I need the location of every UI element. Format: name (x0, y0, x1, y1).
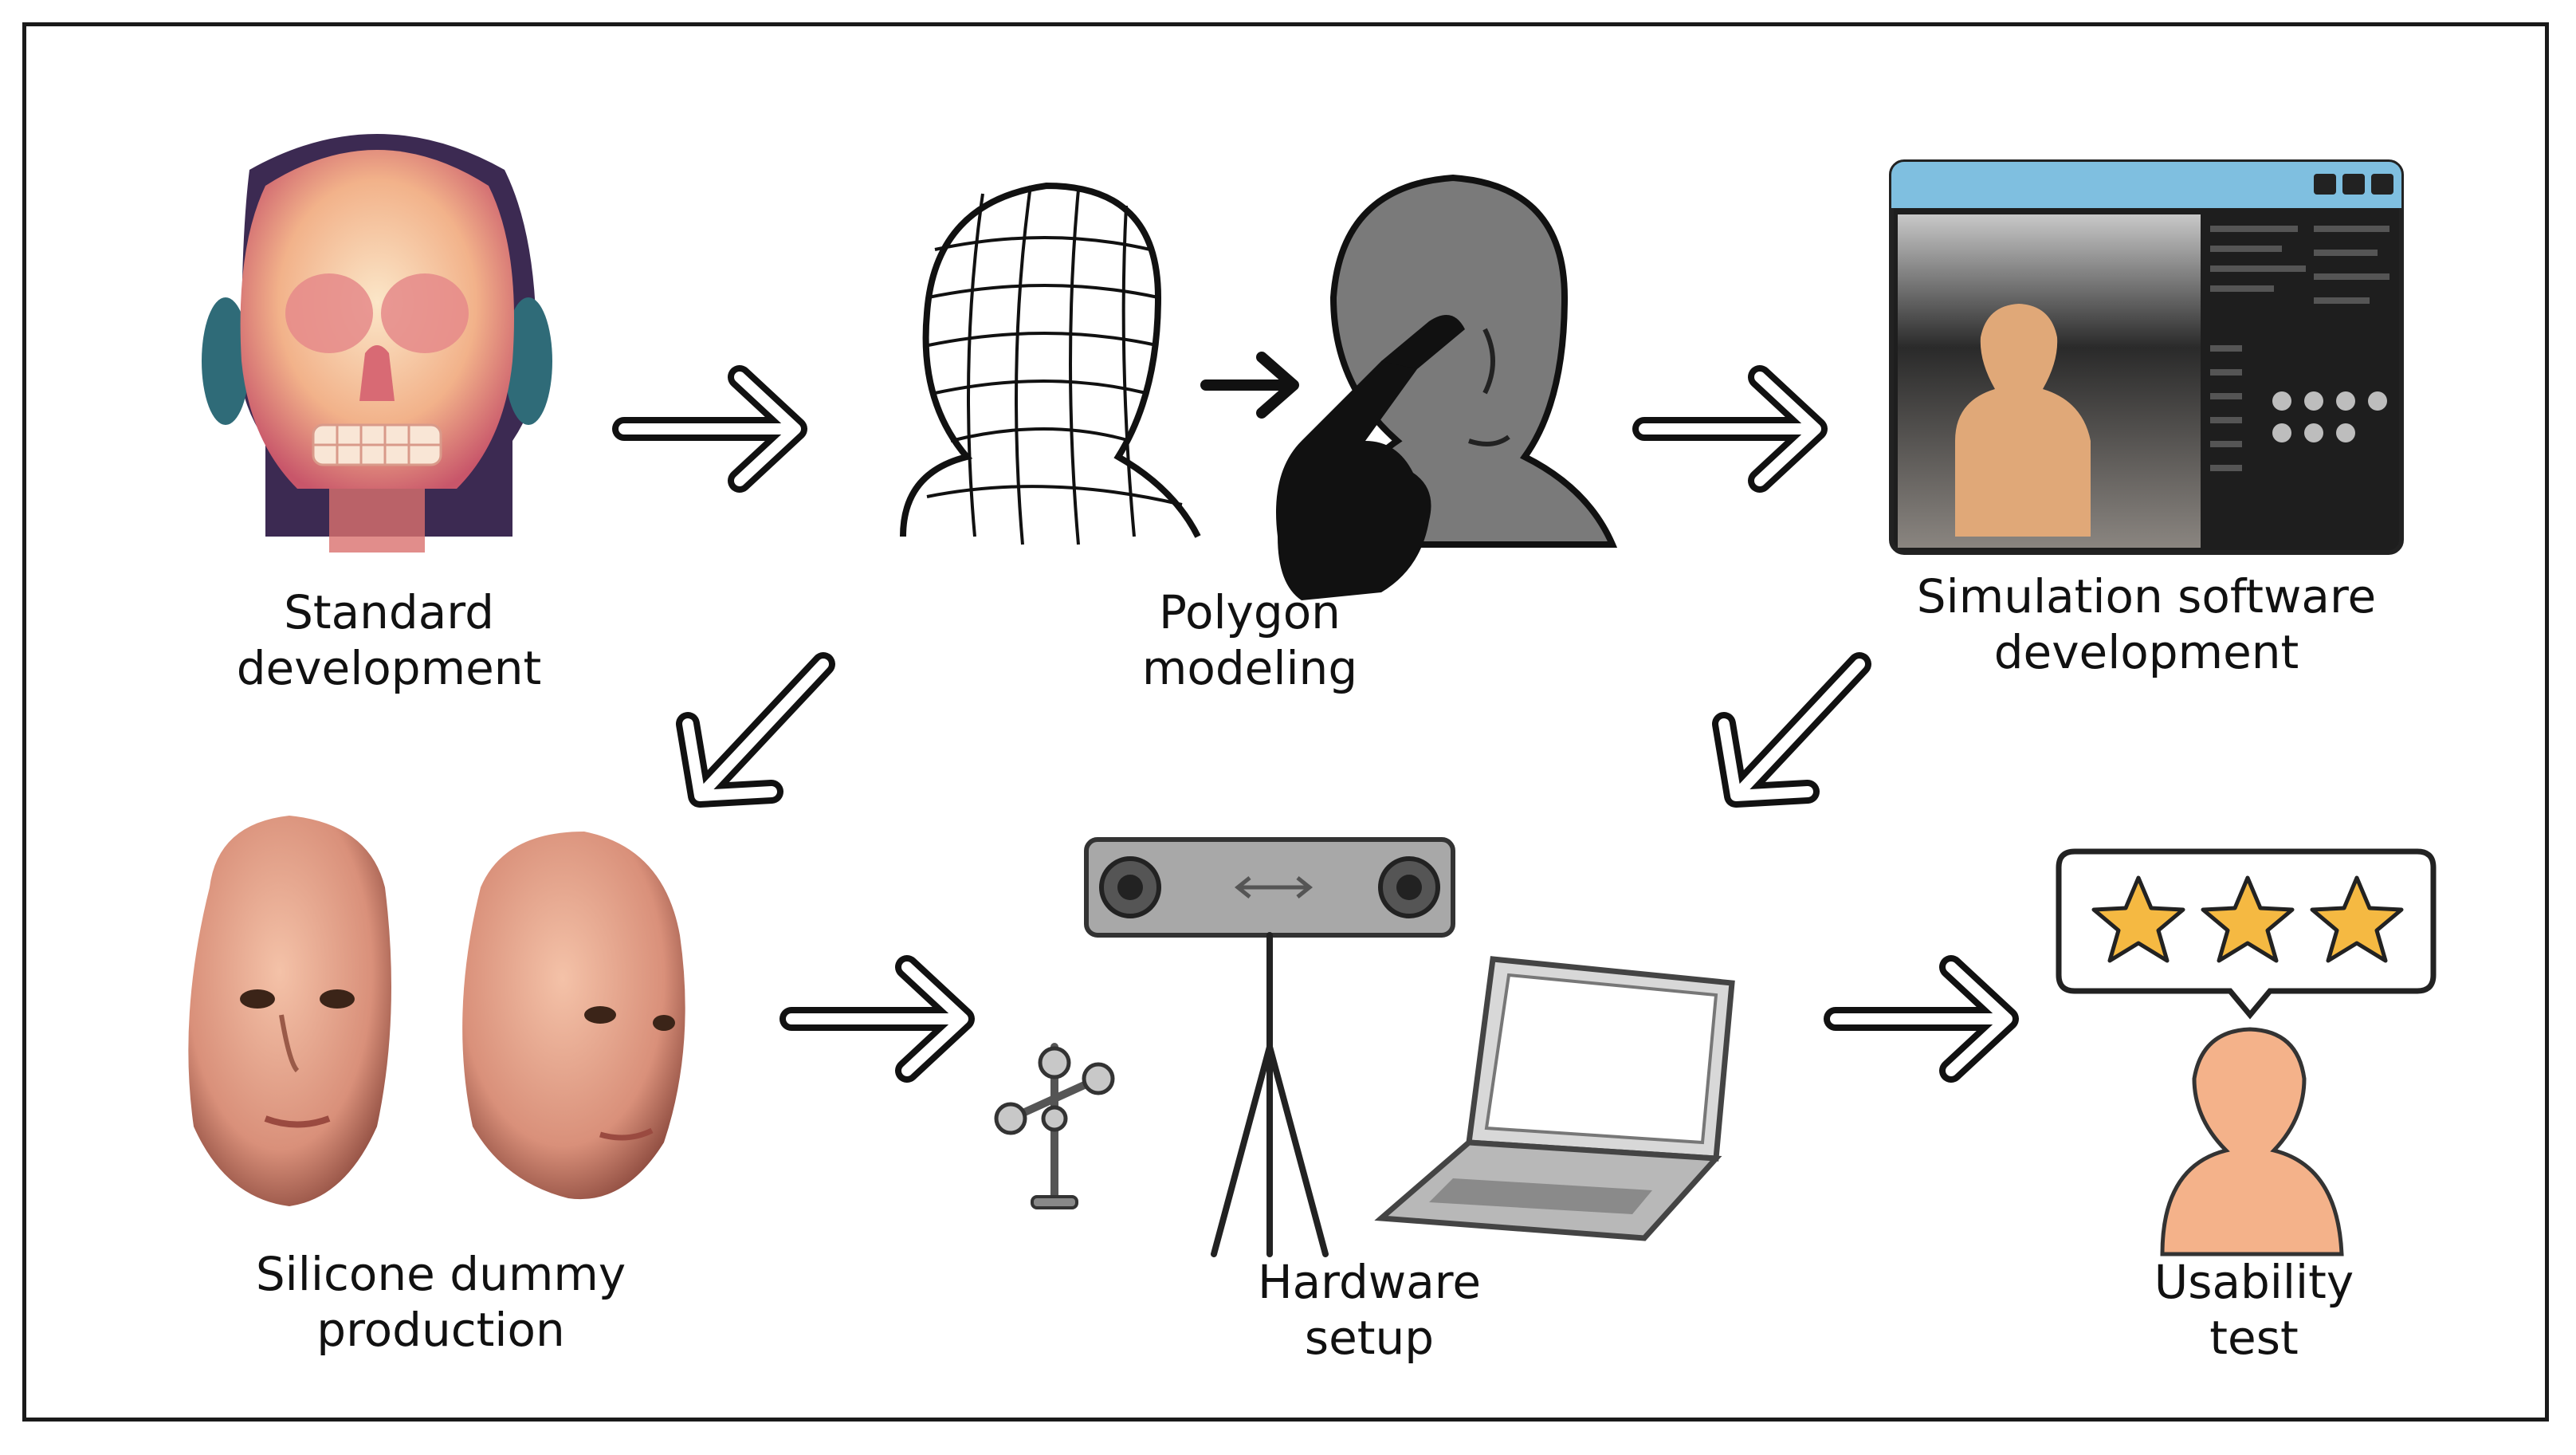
label-simulation-software: Simulation software development (1867, 568, 2425, 680)
arrow-right-icon (612, 365, 807, 493)
label-line: Usability (2154, 1255, 2354, 1309)
arrow-right-small-icon (1200, 352, 1299, 419)
software-window-icon (1889, 159, 2404, 555)
label-line: Silicone dummy (255, 1247, 626, 1301)
label-polygon-modeling: Polygon modeling (1070, 584, 1429, 696)
label-line: Polygon (1159, 585, 1341, 639)
label-line: setup (1304, 1311, 1435, 1365)
label-hardware-setup: Hardware setup (1170, 1254, 1569, 1366)
label-line: Standard (284, 585, 494, 639)
arrow-down-left-icon (676, 652, 835, 808)
workflow-diagram: Standard development Polygon modeling Si… (22, 22, 2549, 1422)
label-line: development (236, 641, 542, 695)
label-line: production (316, 1303, 565, 1357)
arrow-right-icon (1824, 955, 2019, 1083)
label-line: Hardware (1257, 1255, 1482, 1309)
label-line: test (2209, 1311, 2299, 1365)
tracking-camera-icon (1084, 837, 1455, 1257)
rating-star-icon (2091, 875, 2185, 963)
arrow-right-icon (779, 955, 975, 1083)
laptop-icon (1374, 956, 1735, 1241)
skull-xray-icon (202, 134, 552, 553)
rating-star-icon (2201, 875, 2295, 963)
user-avatar-icon (2160, 1027, 2344, 1256)
sculpt-head-icon (1329, 174, 1618, 548)
marker-tool-icon (994, 1043, 1115, 1209)
label-line: modeling (1141, 641, 1358, 695)
label-line: Simulation software (1916, 569, 2377, 623)
label-silicone-dummy: Silicone dummy production (202, 1246, 680, 1358)
rating-star-icon (2310, 875, 2404, 963)
pointing-hand-icon (1276, 315, 1465, 600)
silicone-faces-icon (188, 816, 685, 1206)
arrow-right-icon (1632, 365, 1828, 493)
label-standard-development: Standard development (210, 584, 568, 696)
label-usability-test: Usability test (2055, 1254, 2453, 1366)
wireframe-head-icon (900, 182, 1201, 545)
arrow-down-left-icon (1712, 652, 1871, 808)
label-line: development (1993, 625, 2299, 679)
